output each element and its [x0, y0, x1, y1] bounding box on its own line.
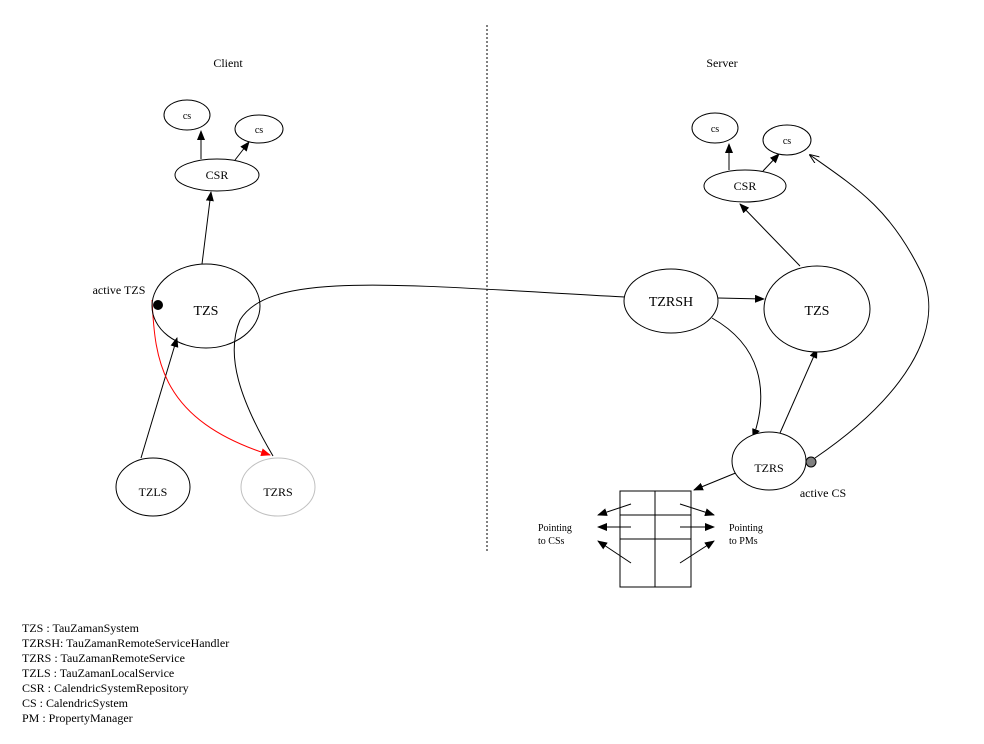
edge-tzrs-table: [693, 471, 739, 491]
legend-item: CS : CalendricSystem: [22, 696, 129, 710]
edge-tzls-tzs: [140, 337, 179, 459]
server-heading: Server: [706, 56, 737, 70]
server-cs-node: [691, 112, 739, 144]
pointing-pm-label: Pointing: [729, 523, 763, 534]
server-cs-label: cs: [783, 136, 791, 147]
server-tzrsh-label: TZRSH: [649, 295, 693, 310]
server-cs-node: [762, 124, 812, 156]
arrow-to-pm: [679, 540, 715, 564]
pointing-cs-label: to CSs: [538, 536, 565, 547]
legend-item: TZRSH: TauZamanRemoteServiceHandler: [22, 636, 229, 650]
client-heading: Client: [213, 56, 243, 70]
edge-tzrsh-tzs: [717, 294, 765, 303]
active-cs-dot: [805, 456, 817, 468]
client-csr-node: [174, 158, 260, 192]
active-tzs-dot: [153, 300, 163, 310]
client-cs-node: [163, 99, 211, 131]
active-tzs-label: active TZS: [93, 283, 146, 297]
legend-item: CSR : CalendricSystemRepository: [22, 681, 189, 695]
legend-item: TZRS : TauZamanRemoteService: [22, 651, 185, 665]
edge-active-tzs-to-tzrs: [151, 299, 271, 457]
server-csr-node: [703, 169, 787, 203]
legend: TZS : TauZamanSystem TZRSH: TauZamanRemo…: [22, 621, 229, 725]
server-tzs-label: TZS: [805, 304, 830, 319]
legend-item: TZS : TauZamanSystem: [22, 621, 140, 635]
client-tzls-label: TZLS: [139, 485, 168, 499]
active-cs-label: active CS: [800, 486, 846, 500]
client-tzrs-node: [240, 457, 316, 517]
client-tzs-label: TZS: [194, 304, 219, 319]
edge-csr-cs2: [234, 141, 250, 161]
edge-tzrsh-tzrs: [711, 317, 762, 439]
edge-csr-cs2-server: [762, 153, 780, 172]
server-cs-label: cs: [711, 124, 719, 135]
client-cs-node: [234, 114, 284, 144]
server-tzs-node: [763, 265, 871, 353]
arrow-to-cs: [597, 503, 632, 516]
client-tzrs-label: TZRS: [263, 485, 292, 499]
client-tzs-node: [151, 263, 261, 349]
server-tzrsh-node: [623, 268, 719, 334]
server-tzrs-label: TZRS: [754, 461, 783, 475]
arrow-to-cs: [597, 540, 632, 564]
client-tzls-node: [115, 457, 191, 517]
client-cs-label: cs: [183, 111, 191, 122]
client-csr-label: CSR: [206, 168, 229, 182]
pointing-pm-label: to PMs: [729, 536, 758, 547]
pointing-cs-label: Pointing: [538, 523, 572, 534]
arrow-to-pm: [679, 503, 715, 517]
edge-active-cs-to-cs: [810, 155, 930, 459]
edge-tzs-csr: [201, 191, 214, 265]
edge-tzs-csr-server: [739, 203, 801, 267]
client-cs-label: cs: [255, 125, 263, 136]
server-csr-label: CSR: [734, 179, 757, 193]
pointer-table: [619, 490, 692, 588]
edge-tzrs-tzs: [779, 348, 818, 434]
legend-item: TZLS : TauZamanLocalService: [22, 666, 174, 680]
legend-item: PM : PropertyManager: [22, 711, 133, 725]
edge-tzrs-remote-link: [233, 284, 626, 457]
